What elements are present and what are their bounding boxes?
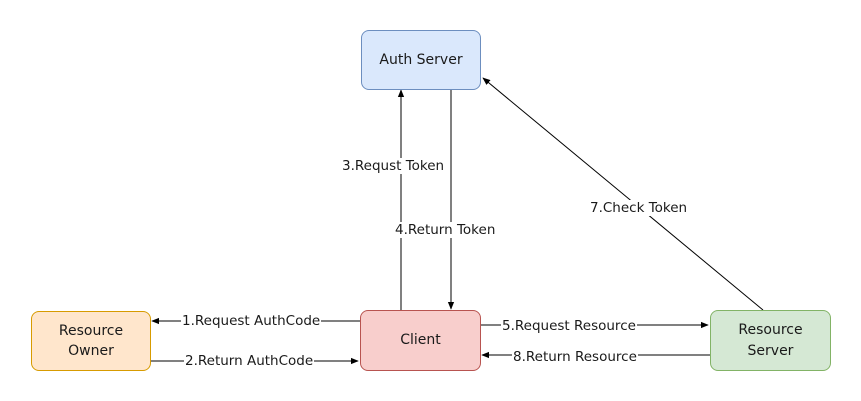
- resource-owner-node: Resource Owner: [31, 311, 151, 371]
- client-node: Client: [360, 310, 481, 371]
- client-label: Client: [400, 332, 441, 349]
- resource-server-label-line2: Server: [747, 342, 794, 359]
- edge-label-return-authcode: 2.Return AuthCode: [184, 353, 315, 369]
- auth-server-label: Auth Server: [379, 51, 463, 68]
- resource-owner-label-line1: Resource: [58, 322, 124, 339]
- resource-server-label-line1: Resource: [738, 322, 803, 339]
- edge-label-return-resource: 8.Return Resource: [512, 349, 638, 365]
- edge-label-request-authcode: 1.Request AuthCode: [181, 313, 322, 329]
- edge-label-check-token: 7.Check Token: [589, 200, 689, 216]
- auth-server-node: Auth Server: [361, 30, 481, 90]
- edge-label-request-token: 3.Requst Token: [341, 158, 446, 174]
- edge-label-return-token: 4.Return Token: [394, 222, 497, 238]
- edge-label-request-resource: 5.Request Resource: [501, 318, 637, 334]
- resource-owner-label-line2: Owner: [68, 343, 114, 359]
- edge-check-token: [482, 77, 764, 311]
- resource-server-node: Resource Server: [710, 310, 831, 371]
